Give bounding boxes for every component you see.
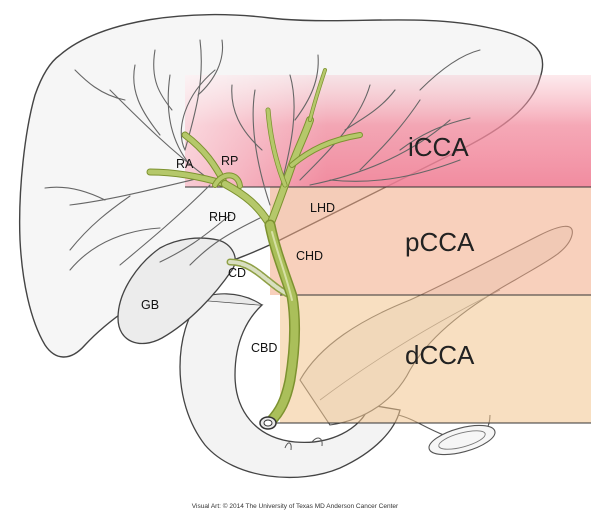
label-cd: CD — [228, 266, 246, 280]
label-lhd: LHD — [310, 201, 335, 215]
zone-label-pcca: pCCA — [405, 227, 475, 257]
label-cbd: CBD — [251, 341, 277, 355]
zone-label-dcca: dCCA — [405, 340, 475, 370]
label-chd: CHD — [296, 249, 323, 263]
zone-label-icca: iCCA — [408, 132, 469, 162]
label-ra: RA — [176, 157, 194, 171]
copyright-credit: Visual Art: © 2014 The University of Tex… — [192, 502, 399, 510]
label-rhd: RHD — [209, 210, 236, 224]
ampulla — [260, 417, 276, 429]
label-gb: GB — [141, 298, 159, 312]
label-rp: RP — [221, 154, 238, 168]
